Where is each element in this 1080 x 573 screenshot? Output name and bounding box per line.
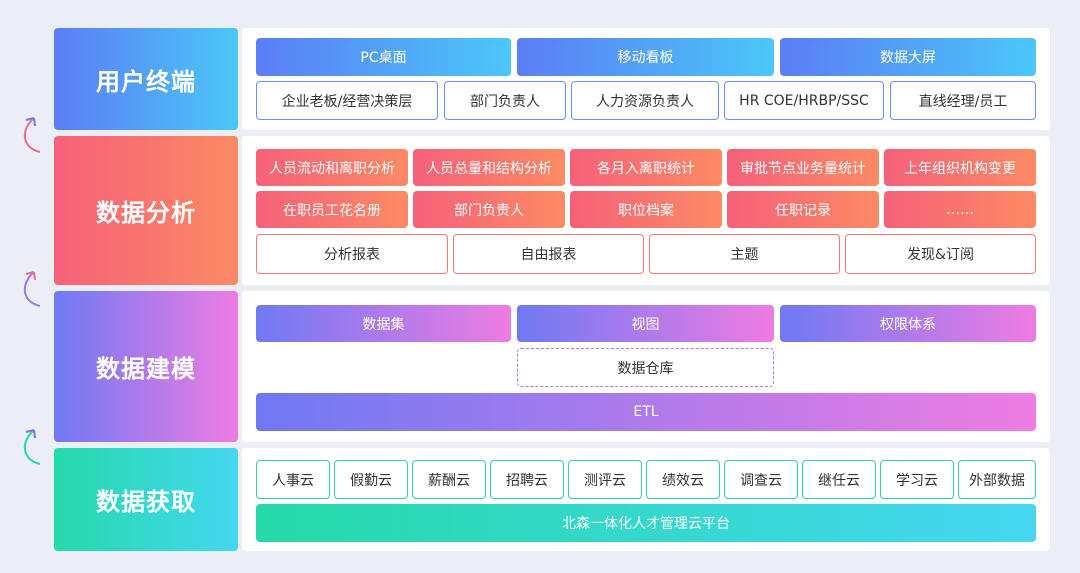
layer-data-acquisition: 数据获取 人事云 假勤云 薪酬云 招聘云 测评云 绩效云 调查云 继任云 学习云…	[54, 448, 1050, 551]
role-box: 部门负责人	[444, 81, 566, 120]
report-type: 主题	[649, 234, 840, 274]
data-warehouse: 数据仓库	[517, 348, 774, 387]
layer-data-analysis: 数据分析 人员流动和离职分析 人员总量和结构分析 各月入离职统计 审批节点业务量…	[54, 136, 1050, 285]
role-box: 企业老板/经营决策层	[256, 81, 438, 120]
layer-title: 用户终端	[54, 28, 238, 130]
up-arrow-icon	[24, 271, 41, 307]
analysis-item: 人员流动和离职分析	[256, 149, 408, 186]
report-type: 自由报表	[453, 234, 644, 274]
modeling-dataset: 数据集	[256, 305, 511, 342]
etl-bar: ETL	[256, 393, 1036, 431]
layer-panel: PC桌面 移动看板 数据大屏 企业老板/经营决策层 部门负责人 人力资源负责人 …	[242, 28, 1050, 130]
role-box: HR COE/HRBP/SSC	[724, 81, 884, 120]
up-arrow-icon	[24, 117, 41, 153]
modeling-view: 视图	[517, 305, 774, 342]
analysis-item: 部门负责人	[413, 191, 565, 228]
analysis-item: 上年组织机构变更	[884, 149, 1036, 186]
terminal-pc: PC桌面	[256, 38, 511, 76]
source-module: 测评云	[568, 460, 642, 499]
analysis-item: 任职记录	[727, 191, 879, 228]
source-module: 薪酬云	[412, 460, 486, 499]
layer-data-modeling: 数据建模 数据集 视图 权限体系 数据仓库 ETL	[54, 291, 1050, 442]
source-module: 人事云	[256, 460, 330, 499]
layer-title: 数据建模	[54, 291, 238, 442]
layer-title: 数据分析	[54, 136, 238, 285]
layer-panel: 数据集 视图 权限体系 数据仓库 ETL	[242, 291, 1050, 442]
analysis-item: 审批节点业务量统计	[727, 149, 879, 186]
source-module: 调查云	[724, 460, 798, 499]
analysis-item: ……	[884, 191, 1036, 228]
source-module: 招聘云	[490, 460, 564, 499]
source-module: 假勤云	[334, 460, 408, 499]
modeling-permission: 权限体系	[780, 305, 1036, 342]
source-module: 学习云	[880, 460, 954, 499]
layer-panel: 人事云 假勤云 薪酬云 招聘云 测评云 绩效云 调查云 继任云 学习云 外部数据…	[242, 448, 1050, 551]
layer-user-terminal: 用户终端 PC桌面 移动看板 数据大屏 企业老板/经营决策层 部门负责人 人力资…	[54, 28, 1050, 130]
analysis-item: 在职员工花名册	[256, 191, 408, 228]
analysis-item: 人员总量和结构分析	[413, 149, 565, 186]
source-module: 绩效云	[646, 460, 720, 499]
terminal-bigscreen: 数据大屏	[780, 38, 1036, 76]
layer-panel: 人员流动和离职分析 人员总量和结构分析 各月入离职统计 审批节点业务量统计 上年…	[242, 136, 1050, 285]
role-box: 直线经理/员工	[890, 81, 1036, 120]
layer-title: 数据获取	[54, 448, 238, 551]
source-module: 外部数据	[958, 460, 1036, 499]
analysis-item: 各月入离职统计	[570, 149, 722, 186]
report-type: 发现&订阅	[845, 234, 1036, 274]
up-arrow-icon	[24, 429, 41, 465]
platform-bar: 北森一体化人才管理云平台	[256, 504, 1036, 542]
terminal-mobile: 移动看板	[517, 38, 774, 76]
analysis-item: 职位档案	[570, 191, 722, 228]
source-module: 继任云	[802, 460, 876, 499]
role-box: 人力资源负责人	[571, 81, 719, 120]
report-type: 分析报表	[256, 234, 448, 274]
